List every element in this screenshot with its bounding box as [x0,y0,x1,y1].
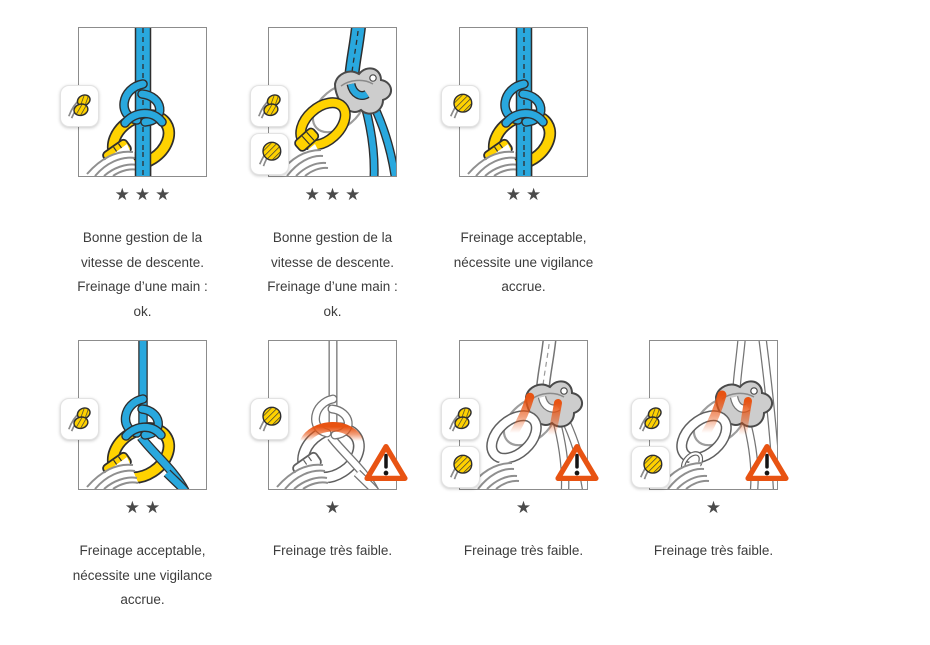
gloved-hand-icon [257,94,281,119]
illustration-frame [441,27,588,177]
heat-glow [509,392,535,438]
illustration-carabiner-overheating [273,341,380,489]
technique-card: ★★★ Bonne gestion de la vitesse de desce… [237,27,428,324]
caption: Freinage très faible. [463,543,584,558]
illustration-tube-device-overheating-single [656,341,777,489]
illustration-munter-double-rope [83,28,176,176]
gloved-hand-icon [67,94,91,119]
rope-grip-icon [639,454,662,480]
gloved-hand-icon [67,407,91,432]
gloved-hand-icon [638,407,662,432]
star-rating: ★★ [505,185,547,204]
rope-grip-icon [449,93,472,119]
rope-grip-badge [250,398,289,440]
technique-card: ★ Freinage très faible. [618,340,809,564]
star-rating: ★ [705,498,727,517]
star-rating: ★ [515,498,537,517]
illustration-frame [60,340,207,490]
technique-card: ★★ Freinage acceptable, nécessite une vi… [428,27,619,300]
caption: Freinage acceptable, nécessite une vigil… [453,230,594,294]
brake-hand [273,457,331,489]
star-rating: ★★ [124,498,166,517]
gloved-hand-icon [448,407,472,432]
technique-card: ★★ Freinage acceptable, nécessite une vi… [47,340,238,613]
illustration-frame [250,27,397,177]
caption: Freinage acceptable, nécessite une vigil… [72,543,213,607]
rope-grip-icon [258,141,281,167]
heat-glow [300,422,363,446]
illustration-munter-double-rope [464,28,557,176]
brake-hand [83,144,141,176]
glove-badge [60,85,99,127]
rope-grip-badge [631,446,670,488]
technique-card: ★★★ Bonne gestion de la vitesse de desce… [47,27,238,324]
glove-badge [60,398,99,440]
illustration-frame [631,340,789,490]
brake-hand [464,144,522,176]
warning-triangle-icon [555,444,599,481]
technique-card: ★ Freinage très faible. [428,340,619,564]
glove-badge [631,398,670,440]
star-rating: ★★★ [304,185,366,204]
illustration-frame [60,27,207,177]
illustration-munter-single-rope [83,341,190,489]
illustration-frame [250,340,408,490]
caption: Freinage très faible. [272,543,393,558]
star-rating: ★★★ [114,185,176,204]
illustration-frame [441,340,599,490]
caption: Bonne gestion de la vitesse de descente.… [77,230,208,319]
rope-grip-icon [258,406,281,432]
caption: Bonne gestion de la vitesse de descente.… [267,230,398,319]
warning-triangle-icon [364,444,408,481]
illustration-tube-device-double-rope [275,28,396,176]
rope-grip-badge [441,85,480,127]
rope-grip-icon [449,454,472,480]
glove-badge [441,398,480,440]
caption: Freinage très faible. [653,543,774,558]
heat-glow [739,397,752,439]
warning-triangle-icon [745,444,789,481]
heat-glow [701,390,727,438]
star-rating: ★ [324,498,346,517]
technique-card: ★ Freinage très faible. [237,340,428,564]
rope-grip-badge [441,446,480,488]
brake-hand [83,457,141,489]
brake-hand [656,457,712,489]
rope-grip-badge [250,133,289,175]
heat-glow [548,399,562,439]
glove-badge [250,85,289,127]
